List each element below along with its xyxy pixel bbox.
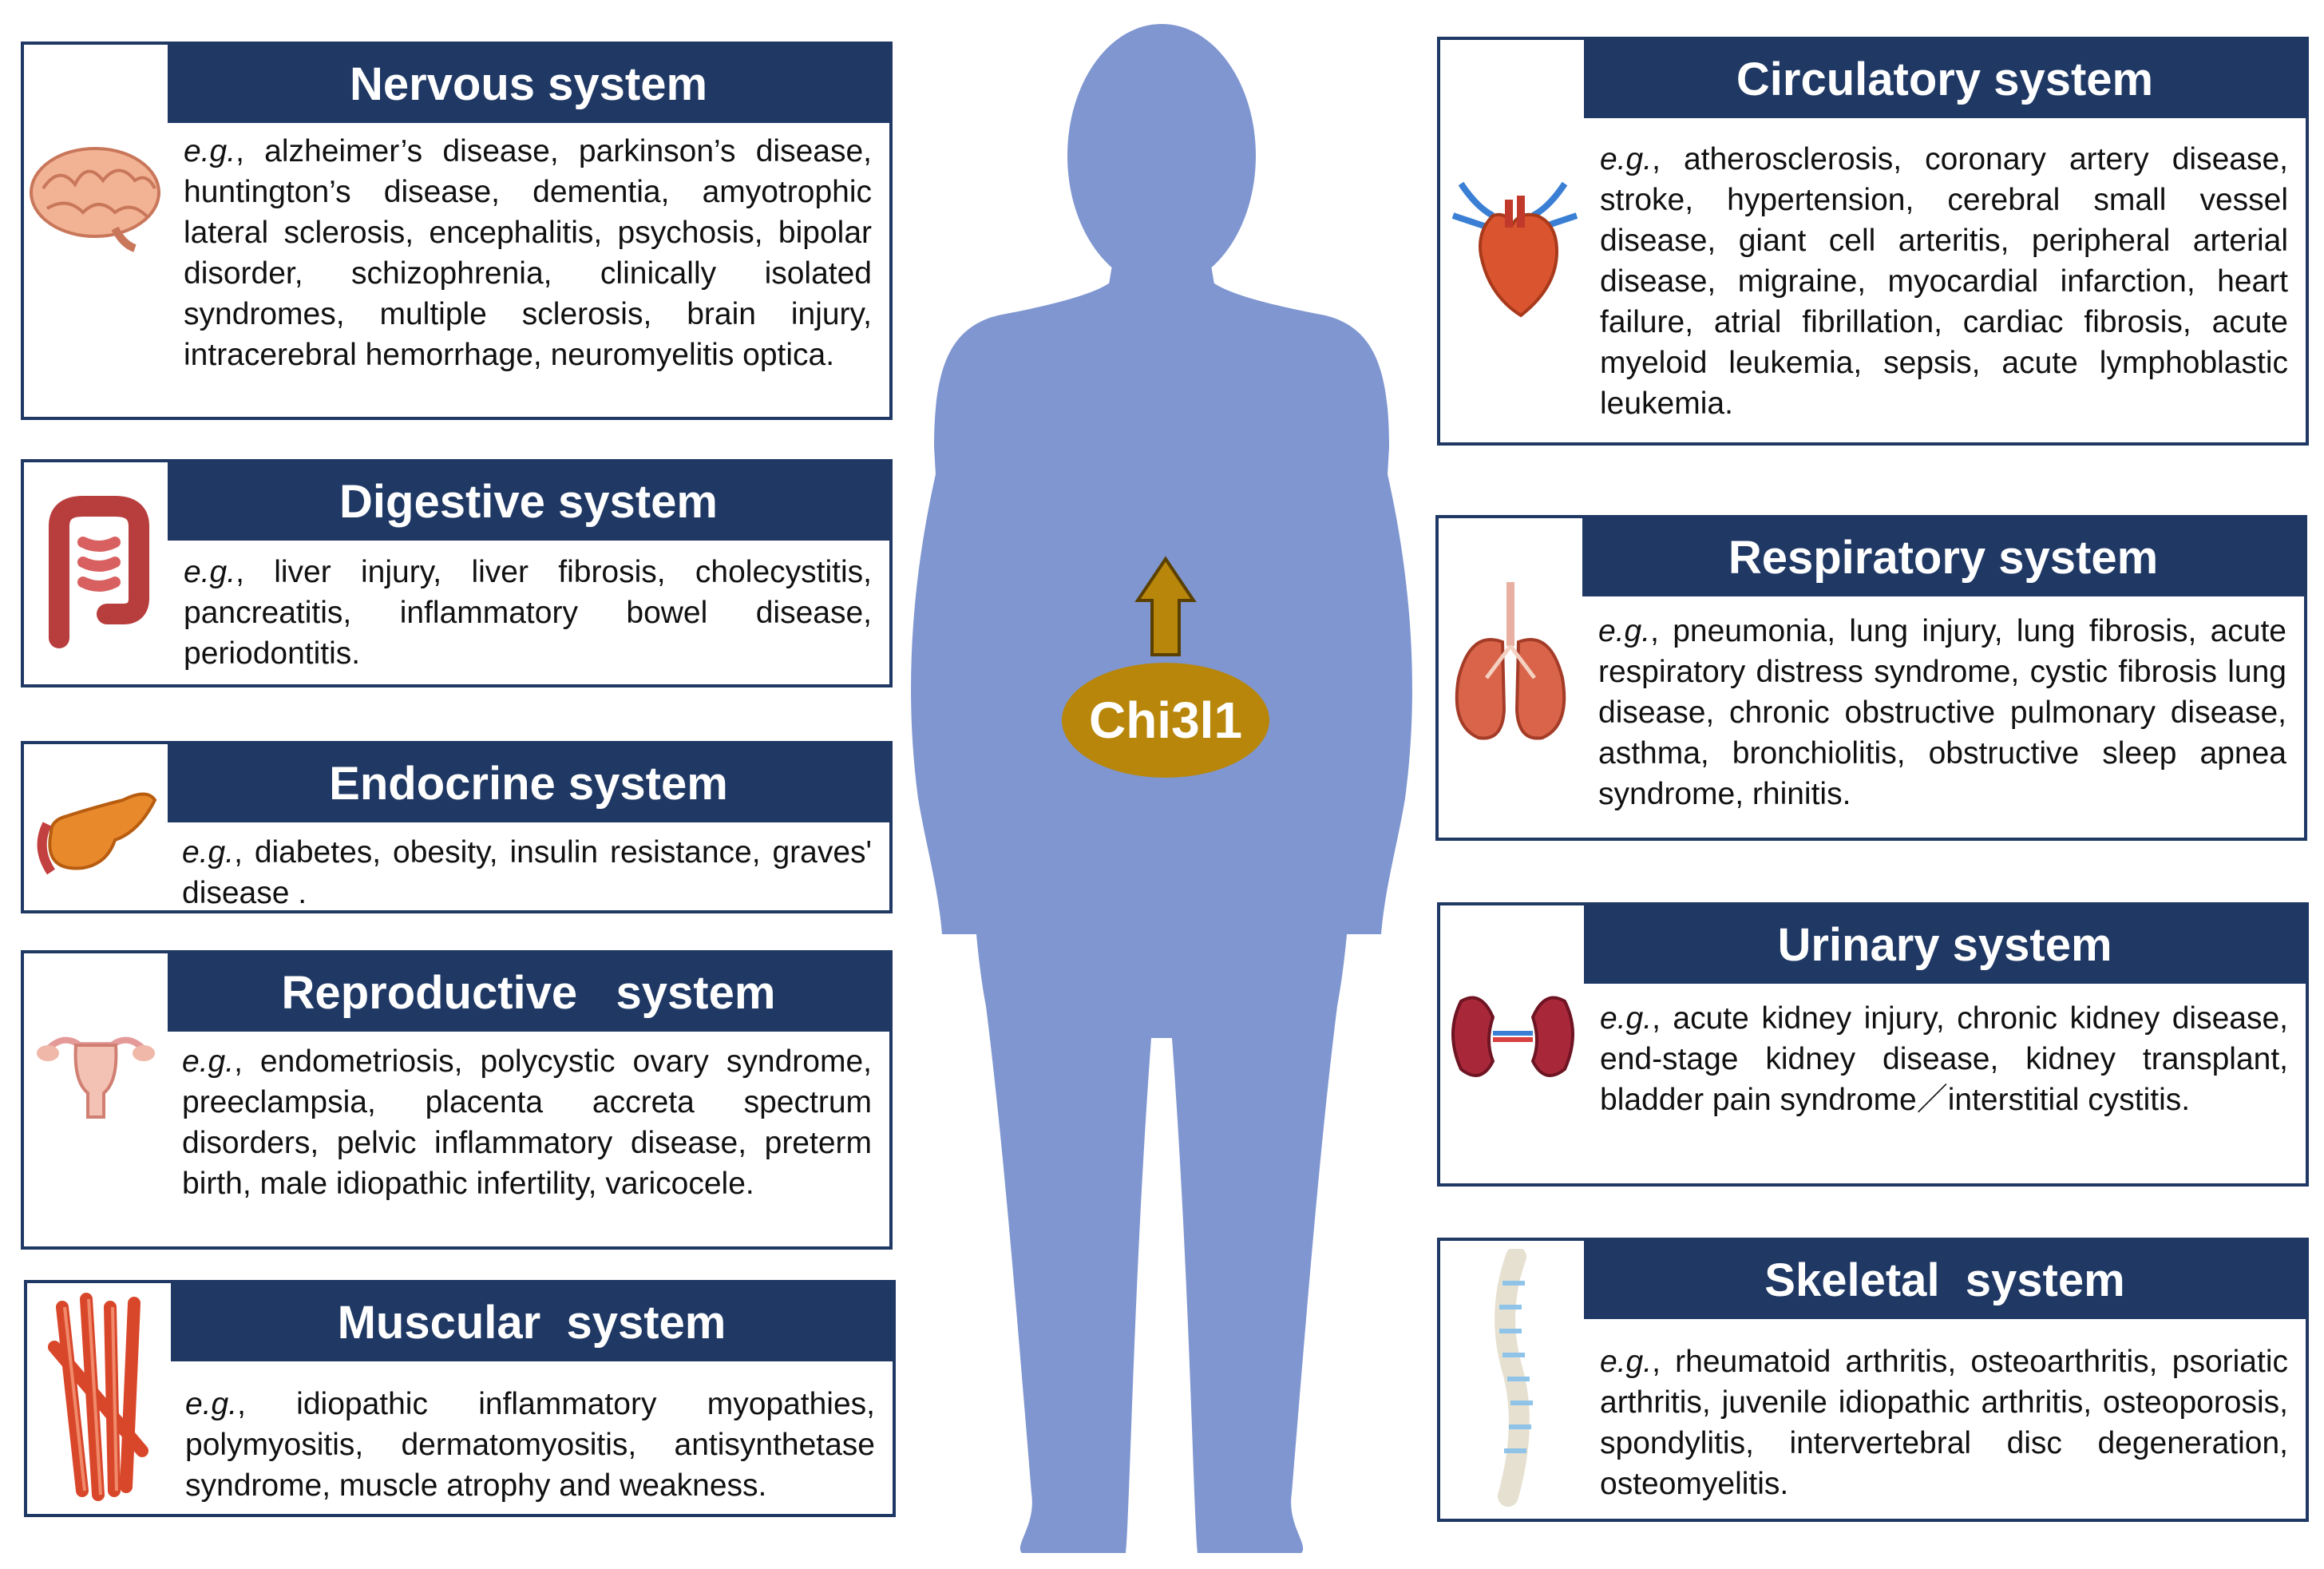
eg-prefix: e.g. [182, 835, 235, 870]
panel-title: Digestive system [168, 462, 889, 541]
spine-icon [1495, 1249, 1533, 1507]
eg-prefix: e.g. [182, 1044, 235, 1079]
disease-list: , alzheimer’s disease, parkinson’s disea… [184, 134, 872, 372]
panel-text: e.g., idiopathic inflammatory myopathies… [185, 1384, 875, 1506]
eg-prefix: e.g. [1598, 614, 1651, 648]
panel-muscular-system: Muscular system e.g., idiopathic inflamm… [24, 1280, 896, 1517]
panel-title: Endocrine system [168, 744, 889, 822]
disease-list: , atherosclerosis, coronary artery disea… [1600, 142, 2288, 421]
disease-list: , idiopathic inflammatory myopathies, po… [185, 1387, 875, 1503]
panel-text: e.g., diabetes, obesity, insulin resista… [182, 832, 872, 913]
panel-title: Muscular system [171, 1283, 893, 1361]
panel-nervous-system: Nervous system e.g., alzheimer’s disease… [21, 42, 893, 420]
intestine-icon [49, 496, 149, 648]
panel-text: e.g., acute kidney injury, chronic kidne… [1600, 998, 2288, 1120]
panel-respiratory-system: Respiratory system e.g., pneumonia, lung… [1435, 515, 2307, 841]
disease-list: , rheumatoid arthritis, osteoarthritis, … [1600, 1345, 2288, 1501]
kidney-icon [1451, 996, 1574, 1077]
pancreas-icon [37, 792, 157, 875]
eg-prefix: e.g. [1600, 142, 1653, 176]
lungs-icon [1455, 582, 1566, 740]
panel-title: Respiratory system [1582, 518, 2304, 596]
panel-title: Skeletal system [1584, 1241, 2306, 1319]
eg-prefix: e.g. [1600, 1001, 1653, 1036]
eg-prefix: e.g. [184, 555, 236, 589]
chi3l1-marker [1062, 663, 1269, 778]
panel-digestive-system: Digestive system e.g., liver injury, liv… [21, 459, 893, 687]
disease-list: , endometriosis, polycystic ovary syndro… [182, 1044, 872, 1201]
eg-prefix: e.g. [1600, 1345, 1653, 1379]
panel-circulatory-system: Circulatory system e.g., atherosclerosis… [1437, 37, 2309, 446]
panel-text: e.g., endometriosis, polycystic ovary sy… [182, 1041, 872, 1204]
disease-list: , pneumonia, lung injury, lung fibrosis,… [1598, 614, 2286, 811]
panel-text: e.g., liver injury, liver fibrosis, chol… [184, 552, 872, 674]
eg-prefix: e.g. [185, 1387, 238, 1421]
panel-title: Urinary system [1584, 905, 2306, 984]
panel-text: e.g., pneumonia, lung injury, lung fibro… [1598, 611, 2286, 814]
body-shape [911, 24, 1412, 1553]
panel-title: Nervous system [168, 45, 889, 123]
panel-title: Circulatory system [1584, 40, 2306, 118]
eg-prefix: e.g. [184, 134, 236, 168]
uterus-icon [37, 1036, 155, 1119]
panel-skeletal-system: Skeletal system e.g., rheumatoid arthrit… [1437, 1238, 2309, 1522]
heart-icon [1451, 181, 1578, 318]
disease-list: , diabetes, obesity, insulin resistance,… [182, 835, 872, 910]
panel-reproductive-system: Reproductive system e.g., endometriosis,… [21, 950, 893, 1250]
panel-title: Reproductive system [168, 953, 889, 1032]
panel-text: e.g., alzheimer’s disease, parkinson’s d… [184, 131, 872, 375]
chi3l1-label: Chi3l1 [1088, 691, 1243, 749]
disease-list: , liver injury, liver fibrosis, cholecys… [184, 555, 872, 671]
muscle-icon [48, 1293, 148, 1501]
panel-text: e.g., atherosclerosis, coronary artery d… [1600, 139, 2288, 424]
panel-urinary-system: Urinary system e.g., acute kidney injury… [1437, 902, 2309, 1187]
panel-text: e.g., rheumatoid arthritis, osteoarthrit… [1600, 1341, 2288, 1504]
brain-icon [30, 147, 160, 252]
up-arrow-icon [1134, 556, 1197, 656]
panel-endocrine-system: Endocrine system e.g., diabetes, obesity… [21, 741, 893, 913]
disease-list: , acute kidney injury, chronic kidney di… [1600, 1001, 2288, 1117]
